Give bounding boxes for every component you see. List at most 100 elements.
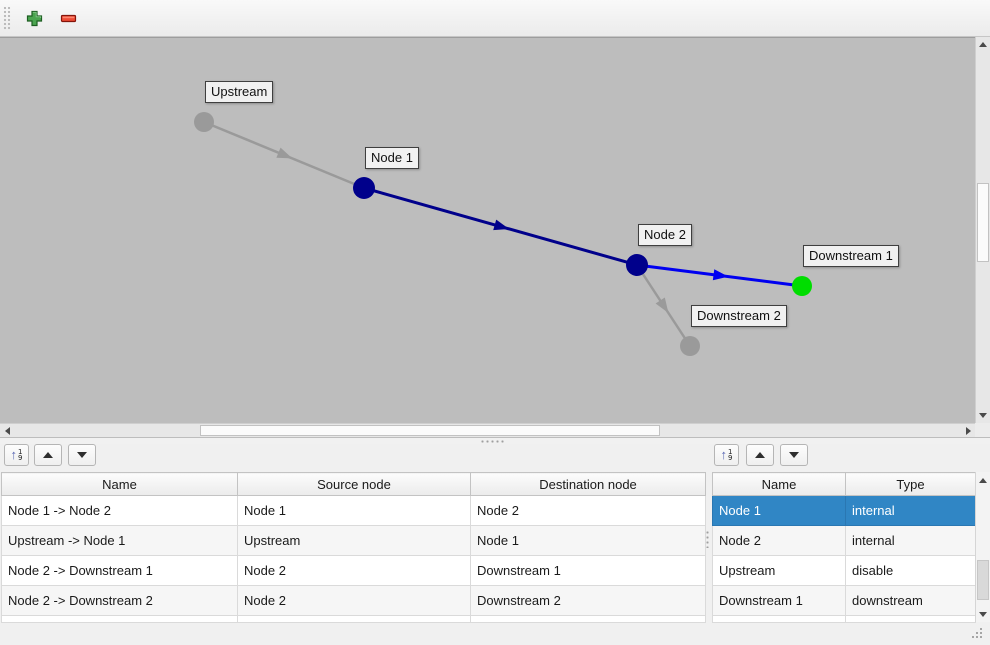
scroll-right-button[interactable] xyxy=(961,424,975,437)
table-cell: internal xyxy=(845,525,976,556)
triangle-left-icon xyxy=(4,426,10,435)
edges-move-up-button[interactable] xyxy=(34,444,62,466)
table-cell xyxy=(712,615,846,623)
node-label[interactable]: Downstream 1 xyxy=(803,245,899,267)
table-cell: Node 1 -> Node 2 xyxy=(1,495,238,526)
table-cell xyxy=(470,615,706,623)
column-header[interactable]: Name xyxy=(712,472,846,496)
remove-button[interactable] xyxy=(53,3,83,33)
empty-row xyxy=(712,615,976,623)
nodes-table-vscrollbar[interactable] xyxy=(975,472,990,622)
table-cell: Node 2 xyxy=(237,585,471,616)
window-resize-grip[interactable] xyxy=(972,628,984,640)
scroll-down-button[interactable] xyxy=(976,606,990,622)
triangle-right-icon xyxy=(965,426,971,435)
triangle-up-icon xyxy=(979,477,987,483)
column-header[interactable]: Name xyxy=(1,472,238,496)
edge-arrow-icon xyxy=(276,147,293,159)
column-header[interactable]: Destination node xyxy=(470,472,706,496)
vertical-splitter[interactable] xyxy=(705,472,711,621)
vscroll-thumb[interactable] xyxy=(977,560,989,600)
table-cell: Node 1 xyxy=(237,495,471,526)
edge-arrow-icon xyxy=(712,269,729,281)
graph-node[interactable] xyxy=(792,276,812,296)
column-header[interactable]: Source node xyxy=(237,472,471,496)
node-label[interactable]: Upstream xyxy=(205,81,274,103)
edges-move-down-button[interactable] xyxy=(68,444,96,466)
table-cell xyxy=(845,615,976,623)
table-cell xyxy=(237,615,471,623)
column-header[interactable]: Type xyxy=(845,472,976,496)
nodes-move-down-button[interactable] xyxy=(780,444,808,466)
graph-node[interactable] xyxy=(680,336,700,356)
table-cell: Downstream 1 xyxy=(470,555,706,586)
nodes-move-up-button[interactable] xyxy=(746,444,774,466)
graph-node[interactable] xyxy=(353,177,375,199)
table-cell: disable xyxy=(845,555,976,586)
table-cell: Downstream 1 xyxy=(712,585,846,616)
table-cell: Node 2 xyxy=(470,495,706,526)
hscroll-thumb[interactable] xyxy=(200,425,660,436)
graph-svg xyxy=(194,112,812,356)
scrollbar-corner xyxy=(975,423,990,437)
scroll-down-button[interactable] xyxy=(976,408,990,423)
toolbar-grip[interactable] xyxy=(3,6,11,30)
triangle-down-icon xyxy=(789,452,799,458)
scroll-left-button[interactable] xyxy=(0,424,14,437)
triangle-up-icon xyxy=(979,42,987,47)
triangle-down-icon xyxy=(979,413,987,418)
table-cell: Node 2 xyxy=(237,555,471,586)
canvas-vscrollbar[interactable] xyxy=(975,37,990,423)
triangle-up-icon xyxy=(755,452,765,458)
empty-row xyxy=(1,615,706,623)
node-label[interactable]: Downstream 2 xyxy=(691,305,787,327)
table-cell: Node 1 xyxy=(470,525,706,556)
table-cell: Downstream 2 xyxy=(470,585,706,616)
triangle-up-icon xyxy=(43,452,53,458)
graph-node[interactable] xyxy=(194,112,214,132)
add-button[interactable] xyxy=(19,3,49,33)
table-cell: Node 2 xyxy=(712,525,846,556)
graph-node[interactable] xyxy=(626,254,648,276)
vscroll-thumb[interactable] xyxy=(977,183,989,262)
table-cell: Node 2 -> Downstream 1 xyxy=(1,555,238,586)
node-label[interactable]: Node 2 xyxy=(638,224,692,246)
scroll-up-button[interactable] xyxy=(976,37,990,52)
main-toolbar xyxy=(0,0,990,37)
triangle-down-icon xyxy=(77,452,87,458)
table-cell xyxy=(1,615,238,623)
splitter-handle-icon xyxy=(480,440,506,443)
table-cell: Upstream xyxy=(712,555,846,586)
minus-icon xyxy=(60,10,77,27)
plus-icon xyxy=(26,10,43,27)
table-cell: downstream xyxy=(845,585,976,616)
splitter-handle-icon xyxy=(706,530,709,548)
canvas-hscrollbar[interactable] xyxy=(0,423,975,437)
table-cell: Upstream xyxy=(237,525,471,556)
edge-arrow-icon xyxy=(493,219,510,231)
node-label[interactable]: Node 1 xyxy=(365,147,419,169)
scroll-up-button[interactable] xyxy=(976,472,990,488)
triangle-down-icon xyxy=(979,611,987,617)
horizontal-splitter[interactable] xyxy=(0,437,990,444)
table-cell: internal xyxy=(845,495,976,526)
table-cell: Node 2 -> Downstream 2 xyxy=(1,585,238,616)
table-cell: Upstream -> Node 1 xyxy=(1,525,238,556)
